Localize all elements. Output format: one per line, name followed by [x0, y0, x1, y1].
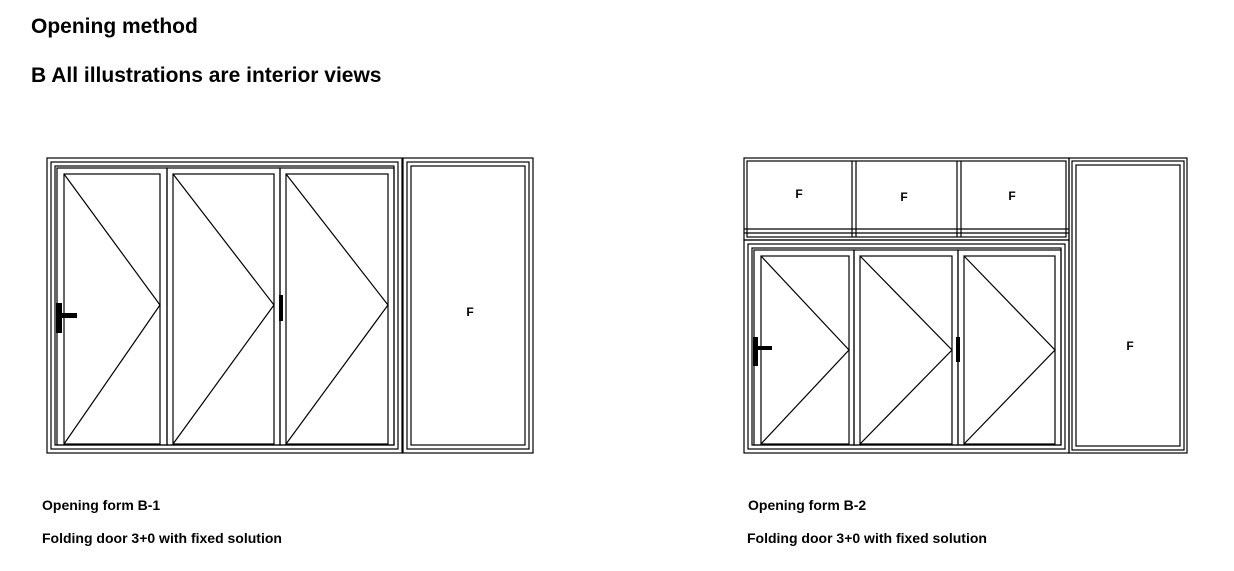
b2-transom-label-2: F [900, 190, 907, 204]
b2-fixed-label: F [1126, 339, 1133, 353]
b2-door-frame [743, 239, 1070, 454]
b1-fixed-label: F [466, 305, 473, 319]
b2-transom-label-1: F [795, 187, 802, 201]
b2-description: Folding door 3+0 with fixed solution [747, 530, 987, 546]
b2-sash-2 [853, 249, 959, 446]
b1-door-frame [46, 157, 403, 454]
b2-transom-label-3: F [1008, 189, 1015, 203]
b2-sash-3 [957, 249, 1062, 446]
b2-intermediate-handle-icon [956, 337, 960, 362]
diagram-b1: F [46, 157, 534, 454]
b2-form-label: Opening form B-2 [748, 497, 867, 513]
b1-sash-2 [166, 167, 281, 446]
b1-intermediate-handle-icon [279, 295, 283, 321]
b1-sash-3 [279, 167, 395, 446]
b1-handle-icon [56, 303, 77, 333]
b2-handle-icon [753, 337, 772, 366]
page-title: Opening method [31, 15, 198, 38]
b1-fixed-panel [402, 157, 534, 454]
b2-fixed-panel [1068, 157, 1188, 454]
page-subtitle: B All illustrations are interior views [31, 64, 382, 87]
b1-form-label: Opening form B-1 [42, 497, 161, 513]
b1-sash-1 [56, 167, 168, 446]
b1-description: Folding door 3+0 with fixed solution [42, 530, 282, 546]
diagram-b2: F F F [743, 157, 1188, 454]
b2-transom [743, 157, 1070, 241]
